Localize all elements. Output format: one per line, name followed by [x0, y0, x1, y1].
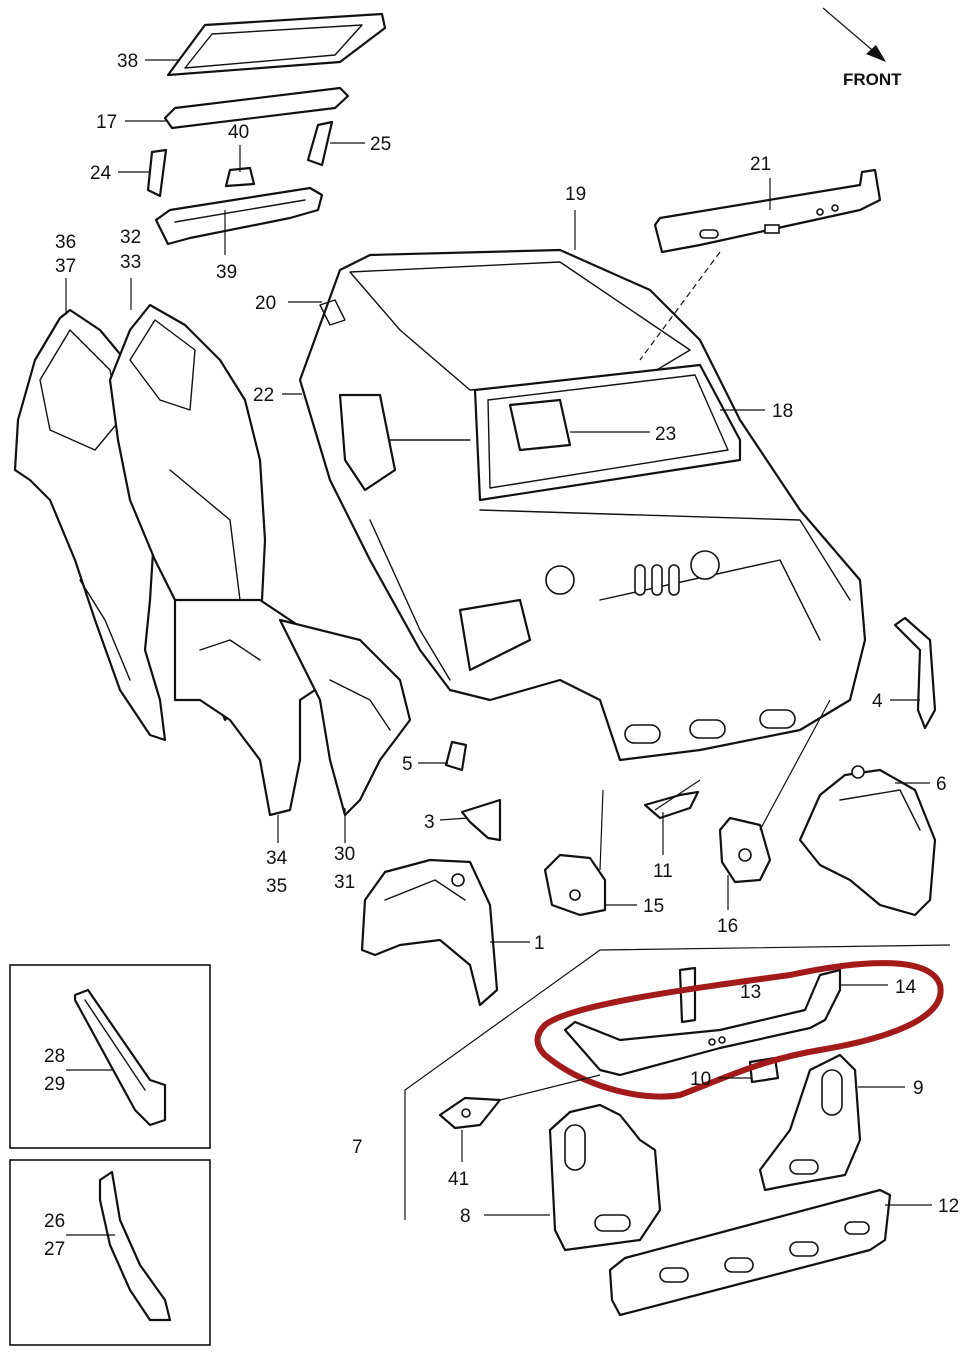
- callout-20: 20: [255, 293, 276, 314]
- leader-21: [639, 251, 721, 361]
- part-12-front-apron: [608, 1188, 892, 1317]
- callout-10: 10: [690, 1069, 711, 1090]
- callout-34: 34: [266, 848, 288, 869]
- front-arrow-head-icon: [866, 45, 886, 62]
- leader-lines: [65, 59, 932, 1236]
- callout-9: 9: [913, 1078, 924, 1099]
- callout-1: 1: [534, 933, 545, 954]
- part-1-front-inner-arch: [360, 858, 499, 1007]
- part-3-bracket: [460, 798, 502, 842]
- part-24-pillar-bracket: [146, 148, 168, 198]
- part-30-rear-inner-arch: [278, 618, 412, 817]
- callout-8: 8: [460, 1206, 471, 1227]
- part-17-roof-rail: [163, 86, 350, 130]
- callout-15: 15: [643, 896, 664, 917]
- callout-23: 23: [655, 424, 676, 445]
- callout-5: 5: [402, 754, 413, 775]
- callout-25: 25: [370, 134, 391, 155]
- callout-31: 31: [334, 872, 355, 893]
- callout-22: 22: [253, 385, 274, 406]
- callout-27: 27: [44, 1239, 65, 1260]
- inset-28-29: [9, 964, 211, 1149]
- callout-4: 4: [872, 691, 883, 712]
- callout-16: 16: [717, 916, 738, 937]
- leader-frame-7: [404, 944, 951, 1220]
- part-9-right-front-panel: [758, 1053, 862, 1192]
- front-direction-indicator: FRONT: [822, 7, 902, 89]
- inset-26-27: [9, 1159, 211, 1346]
- callout-17: 17: [96, 112, 117, 133]
- callout-41: 41: [448, 1169, 469, 1190]
- part-25-pillar-bracket: [306, 120, 334, 167]
- callout-30: 30: [334, 844, 355, 865]
- part-6-front-inner-arch: [798, 765, 937, 917]
- part-21-front-crossmember: [653, 168, 882, 254]
- part-16-mount: [718, 816, 772, 884]
- part-41-plate: [438, 1096, 502, 1130]
- callout-12: 12: [938, 1196, 959, 1217]
- callout-33: 33: [120, 252, 141, 273]
- callout-24: 24: [90, 163, 112, 184]
- callout-32: 32: [120, 227, 141, 248]
- front-label: FRONT: [843, 70, 902, 89]
- part-39-rear-header: [154, 186, 324, 246]
- callout-36: 36: [55, 232, 76, 253]
- callout-21: 21: [750, 154, 771, 175]
- callout-35: 35: [266, 876, 287, 897]
- part-4-bracket: [893, 616, 937, 730]
- part-38-rear-window-frame: [166, 12, 387, 77]
- highlight-ring-part-14: [534, 960, 944, 1100]
- callout-3: 3: [424, 812, 435, 833]
- callout-11: 11: [653, 861, 673, 882]
- callout-40: 40: [228, 122, 249, 143]
- part-14-front-crossmember: [563, 968, 842, 1077]
- callout-6: 6: [936, 774, 947, 795]
- callout-29: 29: [44, 1074, 65, 1095]
- callout-38: 38: [117, 51, 138, 72]
- front-arrow-shaft: [822, 7, 879, 56]
- part-11-bracket: [643, 790, 700, 820]
- part-15-mount: [543, 853, 607, 917]
- callout-26: 26: [44, 1211, 65, 1232]
- part-40-clip: [224, 166, 256, 188]
- callout-37: 37: [55, 256, 76, 277]
- callout-13: 13: [740, 982, 761, 1003]
- callout-19: 19: [565, 184, 586, 205]
- callout-39: 39: [216, 262, 237, 283]
- callout-18: 18: [772, 401, 793, 422]
- callout-28: 28: [44, 1046, 65, 1067]
- callout-7: 7: [352, 1137, 363, 1158]
- callout-14: 14: [895, 977, 917, 998]
- part-13-center-bracket: [678, 966, 697, 1024]
- part-8-left-front-panel: [548, 1103, 662, 1252]
- callout-labels: 38 17 40 25 24 39 36 37 32 33 20 22 19 2…: [44, 51, 959, 1260]
- part-5-clip: [444, 740, 468, 772]
